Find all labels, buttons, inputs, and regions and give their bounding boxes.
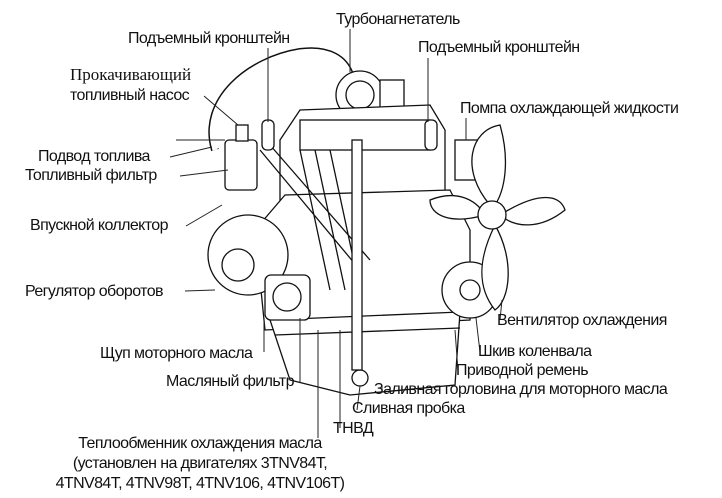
label-priming-pump-line1: Прокачивающий: [70, 65, 192, 84]
fan-blade: [481, 223, 509, 311]
label-priming-pump-line2: топливный насос: [70, 87, 190, 104]
label-oil-cooler-line2: (установлен на двигателях 3TNV84T,: [72, 455, 328, 472]
label-coolant-pump: Помпа охлаждающей жидкости: [460, 100, 679, 117]
fan-blade: [471, 124, 507, 206]
label-drive-belt: Приводной ремень: [456, 362, 589, 379]
label-lifting-bracket-right: Подъемный кронштейн: [418, 39, 580, 56]
label-fuel-inlet: Подвод топлива: [38, 148, 150, 165]
label-oil-filter: Масляный фильтр: [166, 373, 294, 390]
label-dipstick: Щуп моторного масла: [100, 345, 253, 362]
label-oil-cooler-line1: Теплообменник охлаждения масла: [78, 435, 322, 452]
fan-blade: [429, 195, 486, 220]
fan-blade: [498, 196, 566, 226]
label-cooling-fan: Вентилятор охлаждения: [497, 312, 667, 329]
label-lifting-bracket-left: Подъемный кронштейн: [128, 30, 290, 47]
label-injection-pump: ТНВД: [333, 420, 374, 437]
label-crank-pulley: Шкив коленвала: [478, 343, 592, 360]
label-intake-manifold: Впускной коллектор: [30, 217, 169, 234]
label-turbocharger: Турбонагнетатель: [336, 11, 460, 28]
label-oil-filler: Заливная горловина для моторного масла: [374, 381, 668, 398]
label-governor: Регулятор оборотов: [25, 283, 164, 300]
label-drain-plug: Сливная пробка: [352, 400, 465, 417]
label-oil-cooler-line3: 4TNV84T, 4TNV98T, 4TNV106, 4TNV106T): [55, 475, 345, 492]
label-fuel-filter: Топливный фильтр: [25, 167, 157, 184]
